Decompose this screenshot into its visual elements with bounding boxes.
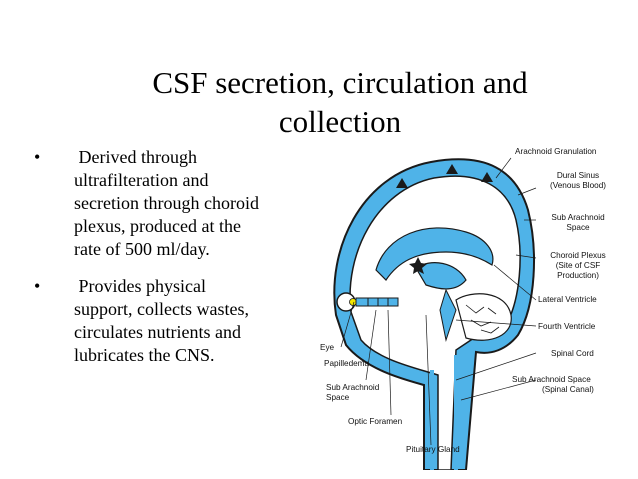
optic-nerve xyxy=(355,297,399,307)
arachnoid-granulations xyxy=(396,164,493,188)
bullet-line: secretion through choroid xyxy=(74,193,259,213)
bullet-line: circulates nutrients and xyxy=(74,322,241,342)
label-dural-sinus-2: (Venous Blood) xyxy=(550,181,606,190)
label-dural-sinus-1: Dural Sinus xyxy=(557,171,599,180)
bullet-line: rate of 500 ml/day. xyxy=(74,239,210,259)
bullet-item: • Provides physical support, collects wa… xyxy=(34,275,314,367)
csf-circulation-diagram: Arachnoid Granulation Dural Sinus (Venou… xyxy=(320,147,606,470)
bullet-marker: • xyxy=(34,147,41,167)
bullet-list: • Derived through ultrafilteration and s… xyxy=(34,146,314,381)
label-sub-arachnoid-spinal-2: (Spinal Canal) xyxy=(542,385,594,394)
label-pituitary-gland: Pituitary Gland xyxy=(406,445,460,454)
label-choroid-plexus-1: Choroid Plexus xyxy=(550,251,606,260)
bullet-line: ultrafilteration and xyxy=(74,170,209,190)
bullet-marker: • xyxy=(34,276,41,296)
bullet-line: lubricates the CNS. xyxy=(74,345,215,365)
spinal-canal xyxy=(430,355,458,470)
slide-title-line-1: CSF secretion, circulation and xyxy=(152,65,528,100)
label-sub-arachnoid-1: Sub Arachnoid xyxy=(551,213,605,222)
lateral-ventricle xyxy=(375,227,494,281)
label-sub-arachnoid-left-1: Sub Arachnoid xyxy=(326,383,380,392)
bullet-line: support, collects wastes, xyxy=(74,299,249,319)
optic-foramen xyxy=(367,298,389,306)
bullet-line: Derived through xyxy=(74,147,197,167)
label-sub-arachnoid-2: Space xyxy=(566,223,590,232)
slide-title-line-2: collection xyxy=(278,104,402,139)
label-sub-arachnoid-spinal-1: Sub Arachnoid Space xyxy=(512,375,591,384)
third-ventricle xyxy=(415,262,467,290)
label-spinal-cord: Spinal Cord xyxy=(551,349,594,358)
fourth-ventricle xyxy=(439,288,457,342)
label-optic-foramen: Optic Foramen xyxy=(348,417,403,426)
label-fourth-ventricle: Fourth Ventricle xyxy=(538,322,596,331)
label-leaders-left xyxy=(340,301,432,446)
cerebellum xyxy=(455,293,512,341)
label-eye: Eye xyxy=(320,343,335,352)
label-leaders-right xyxy=(455,157,537,401)
bullet-item: • Derived through ultrafilteration and s… xyxy=(34,146,314,261)
label-choroid-plexus-3: Production) xyxy=(557,271,599,280)
label-lateral-ventricle: Lateral Ventricle xyxy=(538,295,597,304)
bullet-line: plexus, produced at the xyxy=(74,216,241,236)
bullet-line: Provides physical xyxy=(74,276,207,296)
label-arachnoid-granulation: Arachnoid Granulation xyxy=(515,147,597,156)
cerebellum-folia xyxy=(465,304,500,334)
label-sub-arachnoid-left-2: Space xyxy=(326,393,350,402)
label-choroid-plexus-2: (Site of CSF xyxy=(556,261,601,270)
choroid-plexus-star xyxy=(409,257,427,274)
label-papilledema: Papilledema xyxy=(324,359,370,368)
